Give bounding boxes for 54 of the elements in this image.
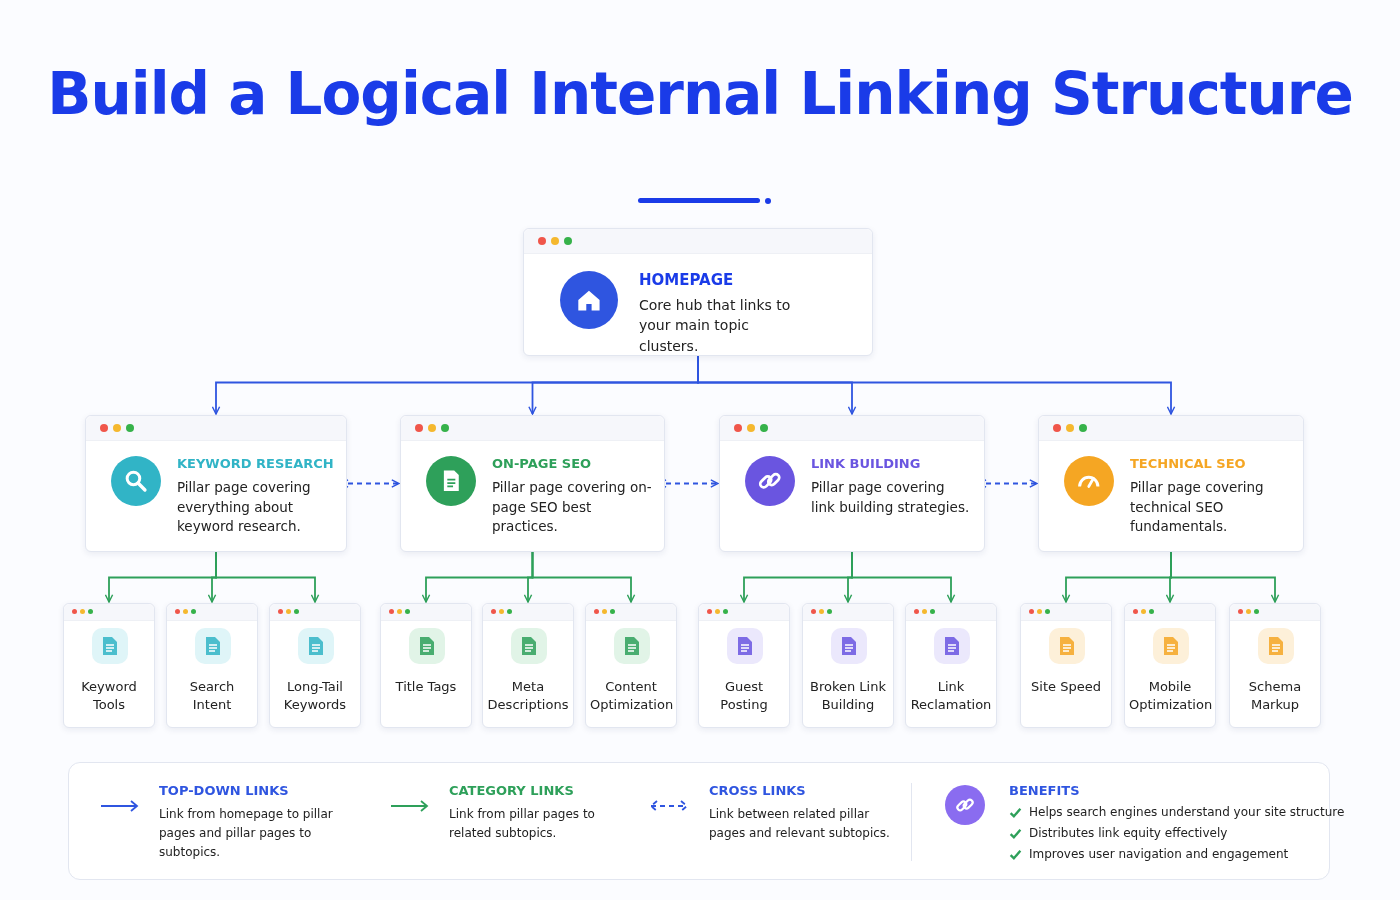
- legend-title: CROSS LINKS: [709, 783, 806, 798]
- node-heading: TECHNICAL SEO: [1130, 456, 1247, 471]
- node-description: Pillar page covering on-page SEO best practices.: [492, 478, 652, 537]
- subtopic-label: Title Tags: [394, 678, 458, 696]
- arrow: [1170, 551, 1280, 603]
- node-heading: HOMEPAGE: [639, 271, 735, 289]
- homepage-card: [523, 228, 873, 356]
- node-description: Pillar page covering link building strategies.: [811, 478, 971, 517]
- node-heading: KEYWORD RESEARCH: [177, 456, 334, 471]
- subtopic-card: [905, 603, 997, 728]
- node-description: Pillar page covering everything about keyword research.: [177, 478, 312, 537]
- benefit-item: Helps search engines understand your site structure: [1029, 805, 1345, 819]
- subtopic-label: Content Optimization: [590, 678, 672, 715]
- subtopic-label: Link Reclamation: [910, 678, 992, 715]
- subtopic-card: [166, 603, 258, 728]
- subtopic-label: Broken Link Building: [809, 678, 887, 715]
- arrow: [215, 551, 320, 603]
- benefit-item: Improves user navigation and engagement: [1029, 847, 1289, 861]
- subtopic-card: [698, 603, 790, 728]
- arrow: [851, 551, 956, 603]
- subtopic-label: Long-Tail Keywords: [282, 678, 348, 715]
- legend-description: Link between related pillar pages and relevant subtopics.: [709, 806, 891, 843]
- subtopic-label: Guest Posting: [719, 678, 769, 715]
- pillar-card: [85, 415, 347, 552]
- title: Build a Logical Internal Linking Structure: [46, 60, 1354, 130]
- legend-description: Link from pillar pages to related subtopics.: [449, 806, 596, 843]
- benefit-item: Distributes link equity effectively: [1029, 826, 1228, 840]
- subtopic-label: Mobile Optimization: [1129, 678, 1211, 715]
- node-description: Core hub that links to your main topic clusters.: [639, 296, 792, 356]
- subtopic-label: Meta Descriptions: [487, 678, 569, 715]
- legend-title: TOP-DOWN LINKS: [159, 783, 289, 798]
- subtopic-card: [63, 603, 155, 728]
- subtopic-label: Keyword Tools: [80, 678, 138, 715]
- node-description: Pillar page covering technical SEO fundamentals.: [1130, 478, 1265, 537]
- legend-description: Link from homepage to pillar pages and pillar pages to subtopics.: [159, 806, 334, 862]
- pillar-card: [719, 415, 985, 552]
- subtopic-label: Site Speed: [1030, 678, 1102, 696]
- subtopic-card: [1229, 603, 1321, 728]
- pillar-card: [400, 415, 665, 552]
- arrow: [531, 551, 636, 603]
- benefits-heading: BENEFITS: [1009, 783, 1080, 798]
- subtopic-label: Schema Markup: [1247, 678, 1303, 715]
- subtopic-card: [482, 603, 574, 728]
- subtopic-card: [269, 603, 361, 728]
- pillar-card: [1038, 415, 1304, 552]
- node-heading: LINK BUILDING: [811, 456, 922, 471]
- subtopic-card: [802, 603, 894, 728]
- subtopic-card: [380, 603, 472, 728]
- node-heading: ON-PAGE SEO: [492, 456, 593, 471]
- subtopic-card: [1124, 603, 1216, 728]
- subtopic-card: [585, 603, 677, 728]
- subtopic-card: [1020, 603, 1112, 728]
- subtopic-label: Search Intent: [188, 678, 236, 715]
- legend-title: CATEGORY LINKS: [449, 783, 574, 798]
